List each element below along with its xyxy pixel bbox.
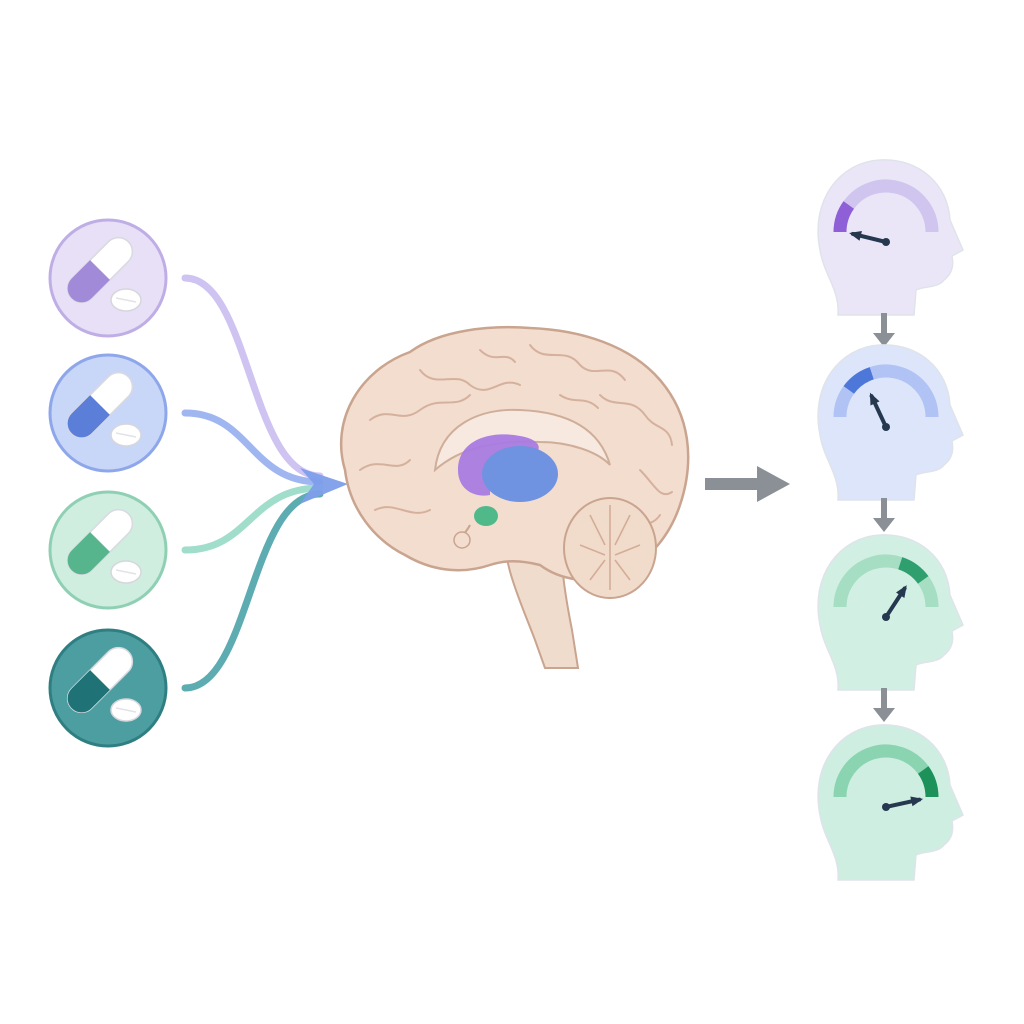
progression-arrow <box>873 313 895 347</box>
medication-column <box>48 218 168 748</box>
gauge-needle-head <box>849 230 862 241</box>
gauge-segment <box>843 557 875 585</box>
gauge-segment <box>843 747 875 775</box>
flow-curve-pill-purple <box>181 274 324 480</box>
outcome-head-purple <box>817 159 964 316</box>
gauge-icon <box>833 179 939 246</box>
capsule-icon <box>66 508 134 576</box>
medication-icon-pill-blue <box>48 353 168 473</box>
gauge-segment <box>897 557 929 585</box>
outcome-head-blue <box>817 344 964 501</box>
gauge-segment <box>869 554 903 570</box>
progression-arrow <box>873 688 895 722</box>
convergence-arrowhead <box>300 468 348 504</box>
outcome-head-mint <box>817 534 964 691</box>
gauge-segment <box>917 766 939 798</box>
capsule-icon <box>66 236 134 304</box>
cerebellum <box>563 497 657 599</box>
gauge-segment <box>869 179 903 195</box>
medication-flow-curves <box>181 274 324 692</box>
outcome-column <box>817 159 964 881</box>
gauge-segment <box>869 364 903 380</box>
brain-to-outcome-arrow <box>705 466 790 502</box>
outcome-head-green <box>817 724 964 881</box>
gauge-segment <box>833 386 855 418</box>
gauge-needle-head <box>869 392 880 406</box>
gauge-segment <box>843 182 875 210</box>
brain-sagittal-illustration <box>339 325 690 669</box>
pituitary <box>453 531 471 549</box>
tablet-icon <box>110 288 142 312</box>
flow-curve-pill-blue <box>181 409 324 486</box>
medication-icon-pill-purple <box>48 218 168 338</box>
tablet-icon <box>110 423 142 447</box>
thalamus <box>482 446 558 502</box>
gauge-segment <box>833 766 855 798</box>
medication-icon-pill-mint <box>48 490 168 610</box>
gauge-needle-head <box>910 796 924 807</box>
flow-curve-pill-mint <box>181 484 324 554</box>
medication-icon-pill-teal <box>48 628 168 748</box>
capsule-icon <box>66 646 134 714</box>
gauge-segment <box>897 182 929 210</box>
gauge-segment <box>869 744 903 760</box>
gauge-segment <box>917 576 939 608</box>
gauge-segment <box>897 747 929 775</box>
gauge-segment <box>917 386 939 418</box>
progression-arrow <box>873 498 895 532</box>
gauge-segment <box>843 367 875 395</box>
gauge-needle-head <box>896 585 907 598</box>
gauge-segment <box>917 201 939 233</box>
tablet-icon <box>110 560 142 584</box>
gauge-icon <box>833 554 939 621</box>
tablet-icon <box>110 698 142 722</box>
gauge-icon <box>833 364 939 431</box>
gauge-segment <box>897 367 929 395</box>
gauge-icon <box>833 744 939 811</box>
gauge-segment <box>833 576 855 608</box>
hippocampus <box>474 506 498 526</box>
flow-curve-pill-teal <box>181 490 324 692</box>
gauge-segment <box>833 201 855 233</box>
